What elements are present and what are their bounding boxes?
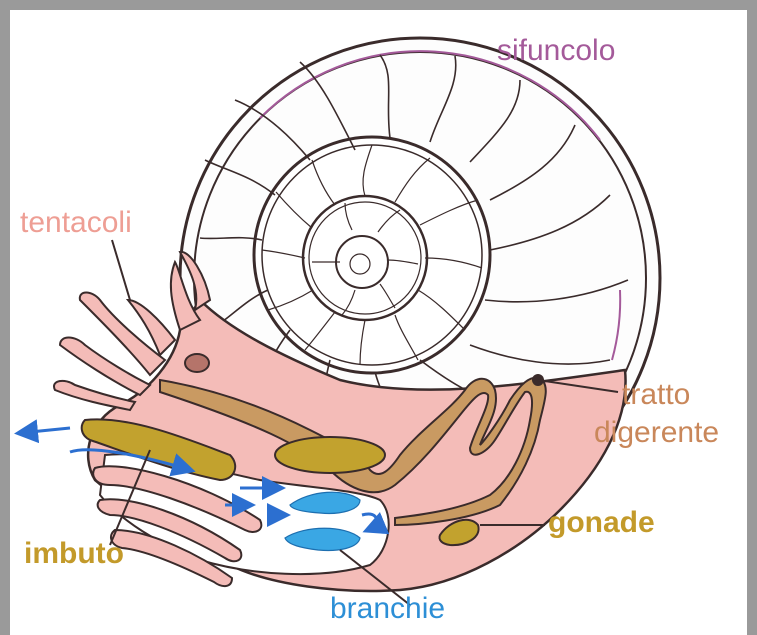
label-tentacoli: tentacoli [20,206,132,239]
whorl-4 [336,236,388,288]
label-imbuto: imbuto [24,537,124,570]
label-branchie: branchie [330,592,445,625]
eye [185,354,209,372]
label-sifuncolo: sifuncolo [497,34,615,67]
label-gonade: gonade [548,506,655,539]
label-tratto: tratto [622,378,690,411]
label-digerente: digerente [594,416,719,449]
